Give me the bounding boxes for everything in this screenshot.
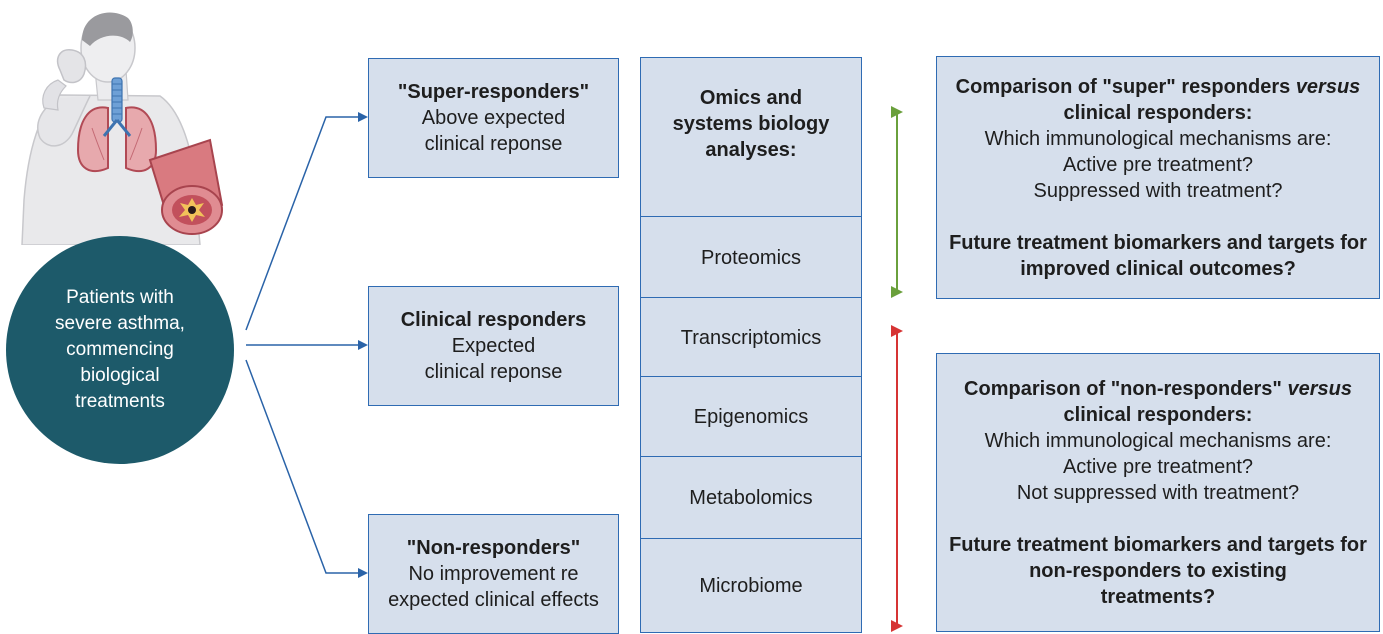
non-responders-line: expected clinical effects (388, 589, 599, 611)
super-responders-line: clinical reponse (424, 133, 563, 155)
comparison-super-title-line2: clinical responders: (1063, 101, 1253, 124)
non-responders-title: "Non-responders" (406, 537, 581, 559)
patients-line: biological (80, 365, 160, 386)
omics-header-line: analyses: (705, 138, 797, 161)
arrow-to-non (245, 359, 368, 578)
comparison-non-line: Which immunological mechanisms are: (984, 429, 1332, 452)
omics-item-metabolomics: Metabolomics (640, 456, 862, 540)
comparison-non-future-line2: non-responders to existing (1029, 559, 1287, 582)
patient-lungs-illustration (21, 12, 224, 245)
omics-item-transcriptomics: Transcriptomics (640, 297, 862, 378)
comparison-non-box: Comparison of "non-responders" versus cl… (936, 353, 1380, 632)
comparison-non-line: Not suppressed with treatment? (1016, 481, 1300, 504)
clinical-responders-line: Expected (451, 335, 536, 357)
clinical-responders-title: Clinical responders (400, 309, 587, 331)
comparison-super-future-line2: improved clinical outcomes? (1020, 257, 1296, 280)
super-responders-line: Above expected (421, 107, 566, 129)
omics-item-proteomics: Proteomics (640, 216, 862, 299)
arrow-to-super (245, 112, 368, 331)
patients-circle: Patients with severe asthma, commencing … (6, 236, 234, 464)
super-responders-title: "Super-responders" (397, 81, 590, 103)
comparison-non-future-line3: treatments? (1100, 585, 1216, 608)
comparison-super-line: Suppressed with treatment? (1033, 179, 1283, 202)
clinical-responders-line: clinical reponse (424, 361, 563, 383)
comparison-super-future: Future treatment biomarkers and targets … (949, 231, 1367, 254)
omics-item-epigenomics: Epigenomics (640, 376, 862, 458)
comparison-super-title: Comparison of "super" responders versus (955, 75, 1361, 98)
clinical-responders-box: Clinical responders Expected clinical re… (368, 286, 619, 406)
omics-header: Omics and systems biology analyses: (640, 57, 862, 218)
patients-line: treatments (75, 391, 165, 412)
comparison-non-line: Active pre treatment? (1062, 455, 1254, 478)
non-responders-line: No improvement re (408, 563, 579, 585)
non-responders-box: "Non-responders" No improvement re expec… (368, 514, 619, 634)
comparison-non-title: Comparison of "non-responders" versus (964, 377, 1352, 400)
omics-header-line: Omics and (699, 86, 803, 109)
patients-line: severe asthma, (55, 313, 185, 334)
patients-line: Patients with (66, 287, 174, 308)
comparison-non-future: Future treatment biomarkers and targets … (949, 533, 1367, 556)
comparison-super-line: Which immunological mechanisms are: (984, 127, 1332, 150)
omics-header-line: systems biology (672, 112, 830, 135)
super-responders-box: "Super-responders" Above expected clinic… (368, 58, 619, 178)
omics-item-microbiome: Microbiome (640, 538, 862, 633)
comparison-super-line: Active pre treatment? (1062, 153, 1254, 176)
patients-line: commencing (66, 339, 174, 360)
comparison-super-box: Comparison of "super" responders versus … (936, 56, 1380, 299)
comparison-non-title-line2: clinical responders: (1063, 403, 1253, 426)
